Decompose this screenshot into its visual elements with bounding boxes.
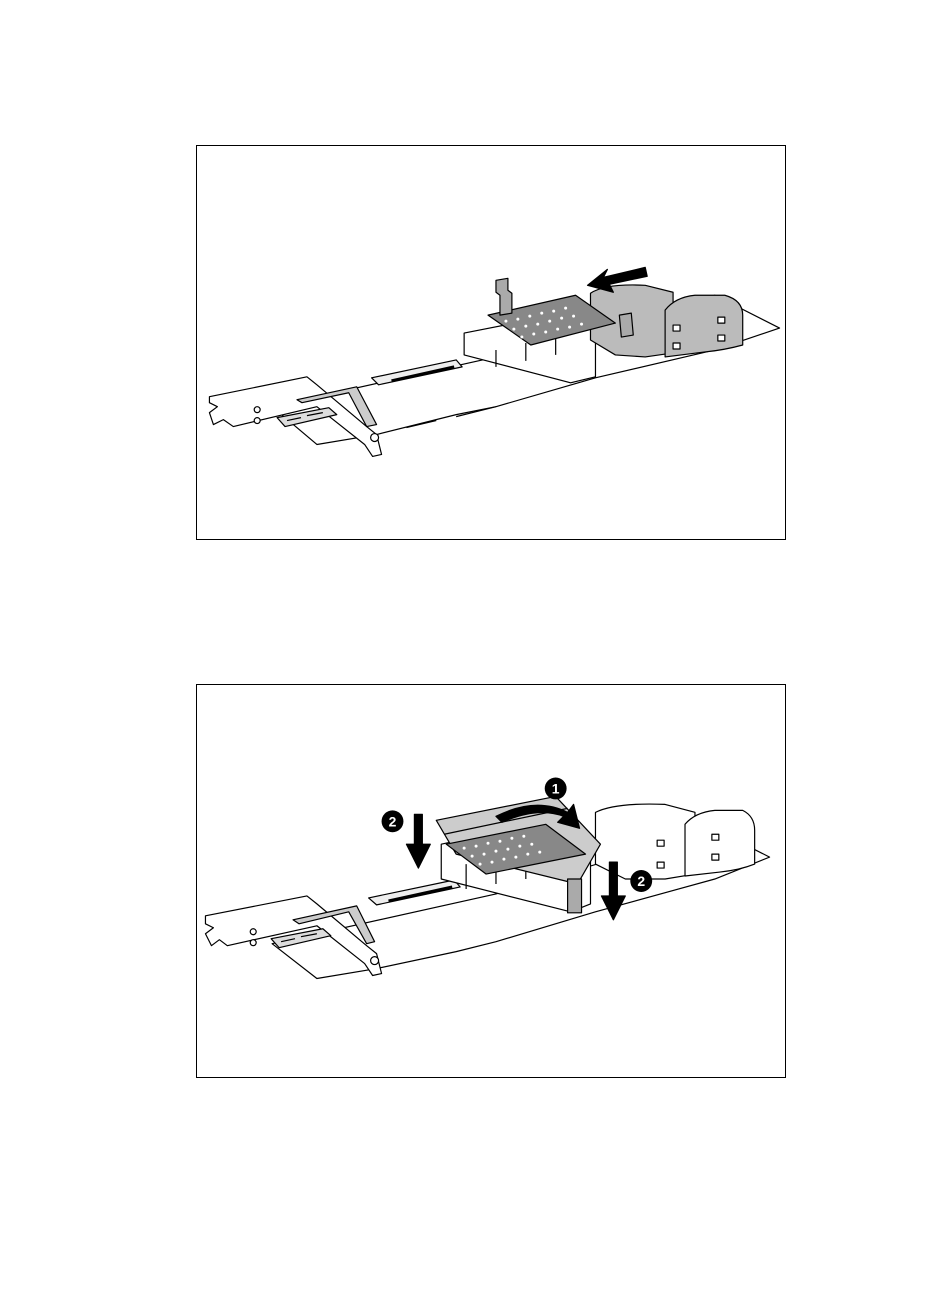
figure-slide-cover-off [196,145,786,540]
press-down-arrow-left [406,814,430,868]
svg-text:1: 1 [552,780,560,796]
controller-card-illustration [197,146,785,539]
callout-2-right: 2 [630,870,652,892]
controller-card-illustration: 1 2 2 [197,685,785,1077]
battery-pack-2 [685,810,755,876]
svg-text:2: 2 [637,873,645,889]
callout-2-left: 2 [382,810,404,832]
svg-text:2: 2 [389,813,397,829]
callout-1: 1 [545,778,567,800]
internal-connector [369,880,461,905]
figure-lift-and-lower-cover: 1 2 2 [196,684,786,1078]
